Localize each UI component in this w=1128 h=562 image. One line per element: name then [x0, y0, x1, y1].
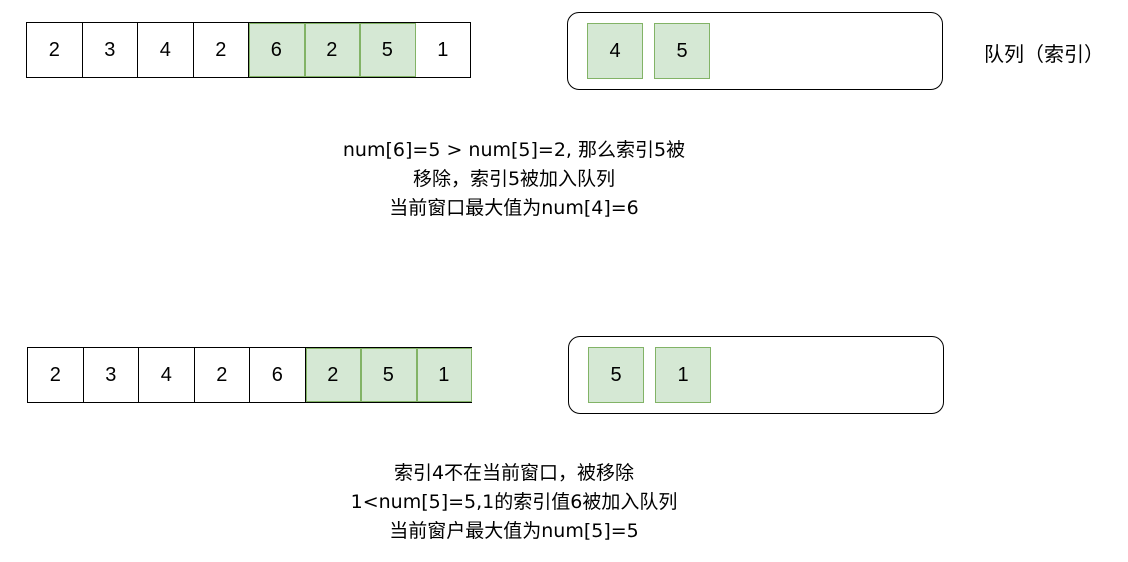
array-cell: 6 [250, 348, 306, 402]
array-cell: 2 [193, 23, 249, 77]
queue-cell: 4 [587, 23, 643, 79]
queue-cell: 1 [655, 347, 711, 403]
note-line: num[6]=5 > num[5]=2, 那么索引5被 [342, 139, 686, 161]
note-line: 移除，索引5被加入队列 [412, 168, 616, 190]
array-cell: 3 [82, 23, 138, 77]
array-cell: 2 [304, 23, 360, 77]
array-cell: 5 [361, 348, 417, 402]
queue-cell: 5 [654, 23, 710, 79]
array-cell: 3 [83, 348, 139, 402]
queue-box-step2: 5 1 [568, 336, 944, 414]
note-line: 当前窗户最大值为num[5]=5 [389, 520, 639, 542]
array-cell: 2 [305, 348, 361, 402]
array-cell: 5 [360, 23, 416, 77]
array-cell: 1 [415, 23, 471, 77]
array-cell: 4 [138, 23, 194, 77]
queue-cell: 5 [588, 347, 644, 403]
array-cell: 2 [194, 348, 250, 402]
explanation-step2: 索引4不在当前窗口，被移除 1<num[5]=5,1的索引值6被加入队列 当前窗… [264, 459, 764, 546]
array-cell: 6 [249, 23, 305, 77]
queue-box-step1: 4 5 [567, 12, 943, 90]
array-cell: 1 [416, 348, 472, 402]
array-cell: 2 [28, 348, 84, 402]
queue-label: 队列（索引） [984, 42, 1104, 66]
array-cell: 2 [27, 23, 83, 77]
note-line: 1<num[5]=5,1的索引值6被加入队列 [350, 491, 678, 513]
array-row-step2: 2 3 4 2 6 2 5 1 [27, 347, 472, 403]
array-row-step1: 2 3 4 2 6 2 5 1 [26, 22, 471, 78]
array-cell: 4 [139, 348, 195, 402]
note-line: 当前窗口最大值为num[4]=6 [389, 197, 639, 219]
note-line: 索引4不在当前窗口，被移除 [393, 462, 635, 484]
explanation-step1: num[6]=5 > num[5]=2, 那么索引5被 移除，索引5被加入队列 … [264, 136, 764, 223]
